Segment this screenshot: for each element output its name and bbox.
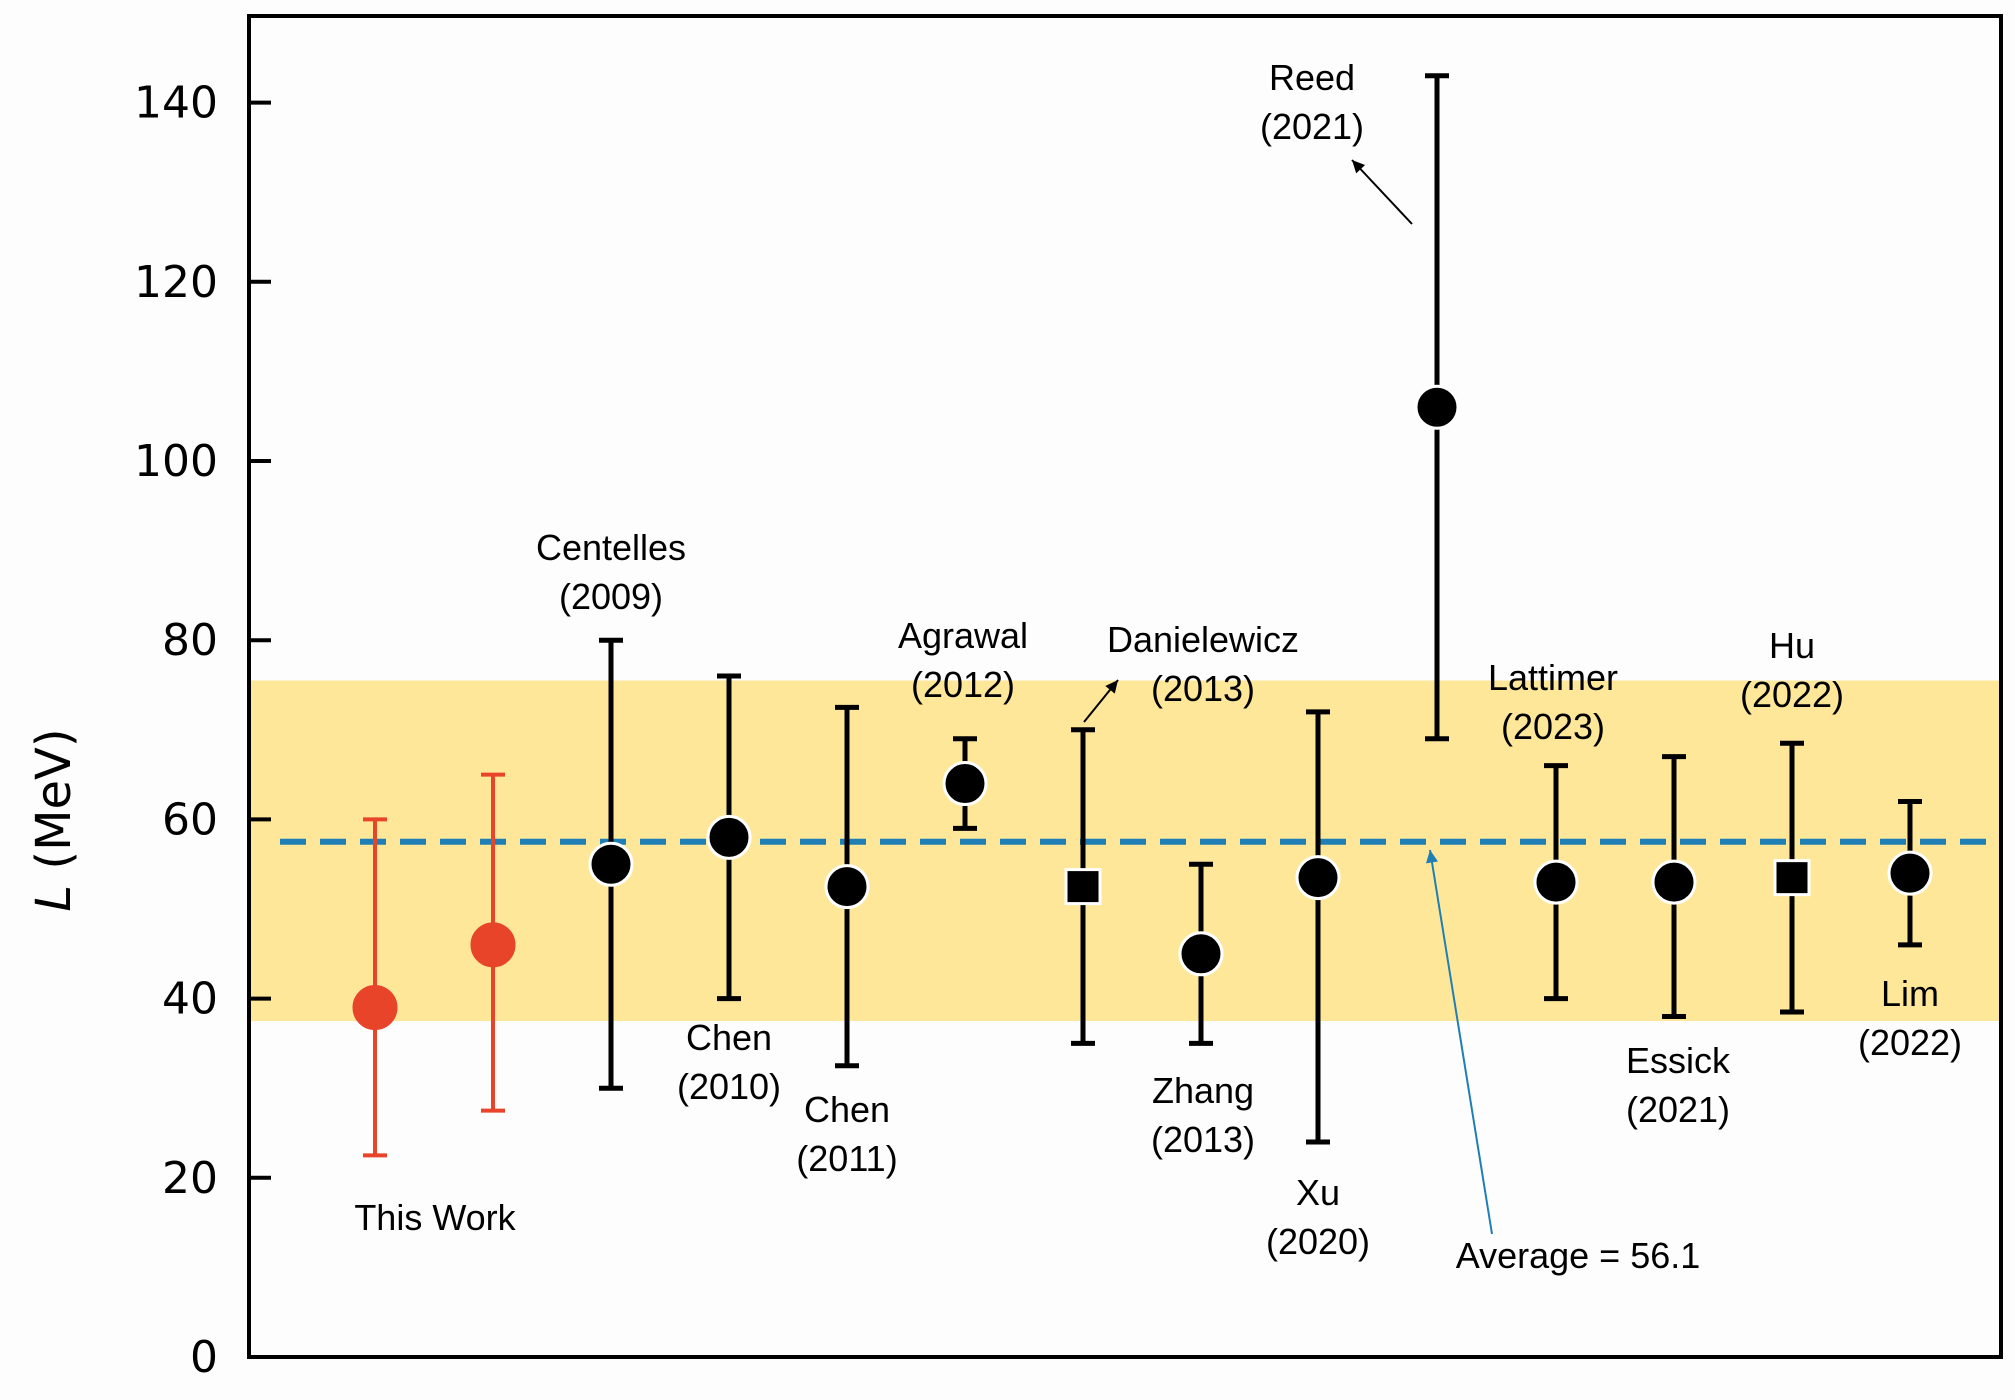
point-label-name: Lim bbox=[1881, 973, 1939, 1014]
point-label-year: (2022) bbox=[1858, 1022, 1962, 1063]
marker-circle bbox=[352, 985, 398, 1031]
marker-circle bbox=[942, 761, 988, 807]
data-point-7 bbox=[1064, 727, 1102, 1046]
point-label-name: Lattimer bbox=[1488, 657, 1618, 698]
data-point-8 bbox=[1178, 861, 1224, 1046]
marker-square bbox=[1773, 859, 1811, 897]
data-point-10 bbox=[1414, 73, 1460, 742]
arrow-head bbox=[1352, 160, 1366, 174]
marker-circle bbox=[1887, 850, 1933, 896]
point-label-year: (2020) bbox=[1266, 1221, 1370, 1262]
point-label-name: Chen bbox=[804, 1089, 890, 1130]
point-label-year: (2010) bbox=[677, 1066, 781, 1107]
point-label-year: (2009) bbox=[559, 576, 663, 617]
data-point-3 bbox=[588, 637, 634, 1091]
data-point-12 bbox=[1651, 754, 1697, 1020]
point-label-name: Xu bbox=[1296, 1172, 1340, 1213]
point-label-name: Essick bbox=[1626, 1040, 1731, 1081]
point-label-name: Reed bbox=[1269, 57, 1355, 98]
y-tick-label: 100 bbox=[134, 436, 218, 487]
data-point-9 bbox=[1295, 709, 1341, 1145]
y-axis-unit: (MeV) bbox=[26, 728, 82, 885]
y-tick-label: 20 bbox=[162, 1153, 218, 1204]
point-label-name: Hu bbox=[1769, 625, 1815, 666]
average-band bbox=[251, 680, 1999, 1021]
point-label-year: (2012) bbox=[911, 664, 1015, 705]
marker-circle bbox=[470, 922, 516, 968]
marker-circle bbox=[588, 841, 634, 887]
point-label-year: (2013) bbox=[1151, 1119, 1255, 1160]
marker-circle bbox=[824, 864, 870, 910]
y-tick-label: 40 bbox=[162, 974, 218, 1025]
y-axis-symbol: L bbox=[26, 885, 82, 912]
data-points bbox=[352, 73, 1933, 1158]
y-axis-title: L (MeV) bbox=[26, 728, 82, 911]
arrow-head bbox=[1105, 680, 1118, 694]
y-tick-label: 0 bbox=[190, 1332, 218, 1383]
data-point-4 bbox=[706, 673, 752, 1002]
y-tick-label: 80 bbox=[162, 615, 218, 666]
data-point-14 bbox=[1887, 798, 1933, 948]
marker-circle bbox=[1414, 384, 1460, 430]
reed-arrow bbox=[1351, 159, 1413, 225]
average-label: Average = 56.1 bbox=[1456, 1235, 1701, 1276]
y-tick-label: 60 bbox=[162, 794, 218, 845]
data-point-5 bbox=[824, 704, 870, 1069]
y-tick-label: 140 bbox=[134, 78, 218, 129]
point-label-name: Zhang bbox=[1152, 1070, 1254, 1111]
point-label-name: Centelles bbox=[536, 527, 686, 568]
point-label-year: (2023) bbox=[1501, 706, 1605, 747]
data-point-11 bbox=[1533, 763, 1579, 1002]
data-point-1 bbox=[352, 817, 398, 1158]
plot-frame bbox=[247, 14, 2003, 1359]
point-label-name: Danielewicz bbox=[1107, 619, 1299, 660]
marker-circle bbox=[1533, 859, 1579, 905]
y-axis-ticks: 0 20 40 60 80 100 120 140 bbox=[134, 78, 271, 1383]
point-label-name: Agrawal bbox=[898, 615, 1028, 656]
y-tick-label: 120 bbox=[134, 257, 218, 308]
marker-circle bbox=[1178, 931, 1224, 977]
point-label-name: Chen bbox=[686, 1017, 772, 1058]
point-label-year: (2021) bbox=[1626, 1089, 1730, 1130]
marker-circle bbox=[706, 814, 752, 860]
data-point-13 bbox=[1773, 740, 1811, 1015]
data-point-2 bbox=[470, 772, 516, 1113]
marker-circle bbox=[1295, 855, 1341, 901]
marker-square bbox=[1064, 868, 1102, 906]
average-arrow bbox=[1425, 849, 1493, 1235]
arrow-shaft bbox=[1429, 849, 1493, 1235]
data-point-6 bbox=[942, 736, 988, 831]
point-label-year: (2011) bbox=[796, 1138, 897, 1179]
point-label-year: (2013) bbox=[1151, 668, 1255, 709]
danielewicz-arrow bbox=[1083, 679, 1119, 723]
arrow-shaft bbox=[1351, 159, 1413, 225]
point-label-year: (2021) bbox=[1260, 106, 1364, 147]
this-work-label: This Work bbox=[354, 1197, 516, 1238]
point-label-year: (2022) bbox=[1740, 674, 1844, 715]
marker-circle bbox=[1651, 859, 1697, 905]
arrow-head bbox=[1425, 850, 1439, 864]
point-labels: Centelles (2009) Chen (2010) Chen (2011) Agraw… bbox=[536, 57, 1962, 1262]
